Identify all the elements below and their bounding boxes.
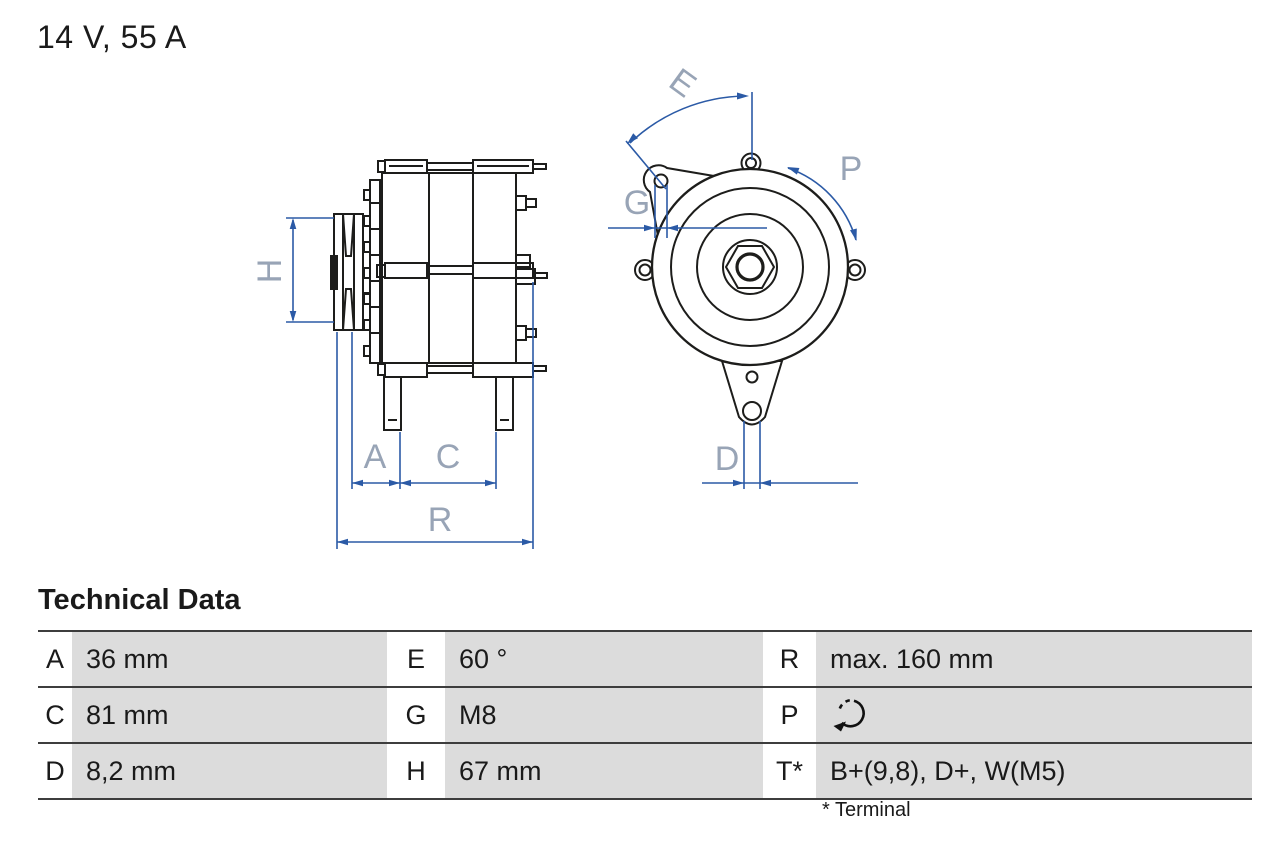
spec-value-t: B+(9,8), D+, W(M5): [816, 744, 1252, 798]
spec-key-p: P: [763, 688, 816, 742]
spec-key-r: R: [763, 632, 816, 686]
spec-value-h: 67 mm: [445, 744, 763, 798]
dimension-label-e: E: [662, 61, 703, 105]
page-title: 14 V, 55 A: [37, 19, 187, 55]
spec-value-e: 60 °: [445, 632, 763, 686]
spec-key-g: G: [387, 688, 445, 742]
dimension-arrows: [289, 92, 857, 546]
terminal-footnote: * Terminal: [822, 799, 911, 821]
front-view: [634, 152, 866, 426]
dimension-label-c: C: [436, 438, 461, 476]
spec-key-h: H: [387, 744, 445, 798]
spec-value-d: 8,2 mm: [72, 744, 387, 798]
table-row: A 36 mm E 60 ° R max. 160 mm: [38, 630, 1252, 686]
spec-value-c: 81 mm: [72, 688, 387, 742]
spec-value-g: M8: [445, 688, 763, 742]
dimension-label-a: A: [364, 438, 387, 476]
spec-key-d: D: [38, 744, 72, 798]
side-view: [330, 159, 548, 431]
technical-drawing: H A C R E G P D: [251, 61, 866, 549]
spec-key-e: E: [387, 632, 445, 686]
dimension-label-h: H: [251, 259, 289, 284]
dimension-label-d: D: [715, 440, 740, 478]
dimension-label-r: R: [428, 501, 453, 539]
spec-key-t: T*: [763, 744, 816, 798]
spec-key-c: C: [38, 688, 72, 742]
spec-value-r: max. 160 mm: [816, 632, 1252, 686]
table-row: C 81 mm G M8 P: [38, 686, 1252, 742]
table-row: D 8,2 mm H 67 mm T* B+(9,8), D+, W(M5): [38, 742, 1252, 798]
technical-data-heading: Technical Data: [38, 584, 241, 616]
spec-value-a: 36 mm: [72, 632, 387, 686]
rotation-direction-icon: [833, 698, 865, 732]
dimension-lines: [286, 92, 858, 549]
dimension-label-g: G: [624, 184, 650, 222]
spec-value-p: [816, 688, 1252, 742]
dimension-label-p: P: [840, 150, 863, 188]
technical-data-table: A 36 mm E 60 ° R max. 160 mm C 81 mm G M…: [38, 630, 1252, 800]
spec-key-a: A: [38, 632, 72, 686]
